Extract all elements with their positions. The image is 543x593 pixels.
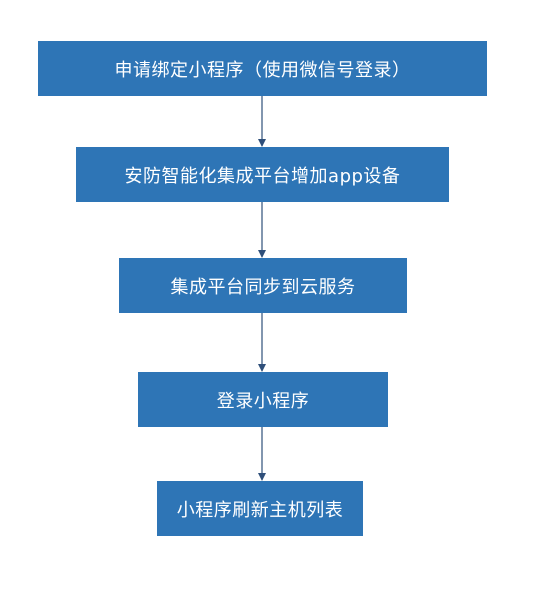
step-add-app-device: 安防智能化集成平台增加app设备: [76, 147, 449, 202]
step-sync-cloud: 集成平台同步到云服务: [119, 258, 407, 313]
step-login-mini-program: 登录小程序: [138, 372, 388, 427]
step-refresh-host-list: 小程序刷新主机列表: [157, 481, 363, 536]
step-bind-mini-program: 申请绑定小程序（使用微信号登录）: [38, 41, 487, 96]
